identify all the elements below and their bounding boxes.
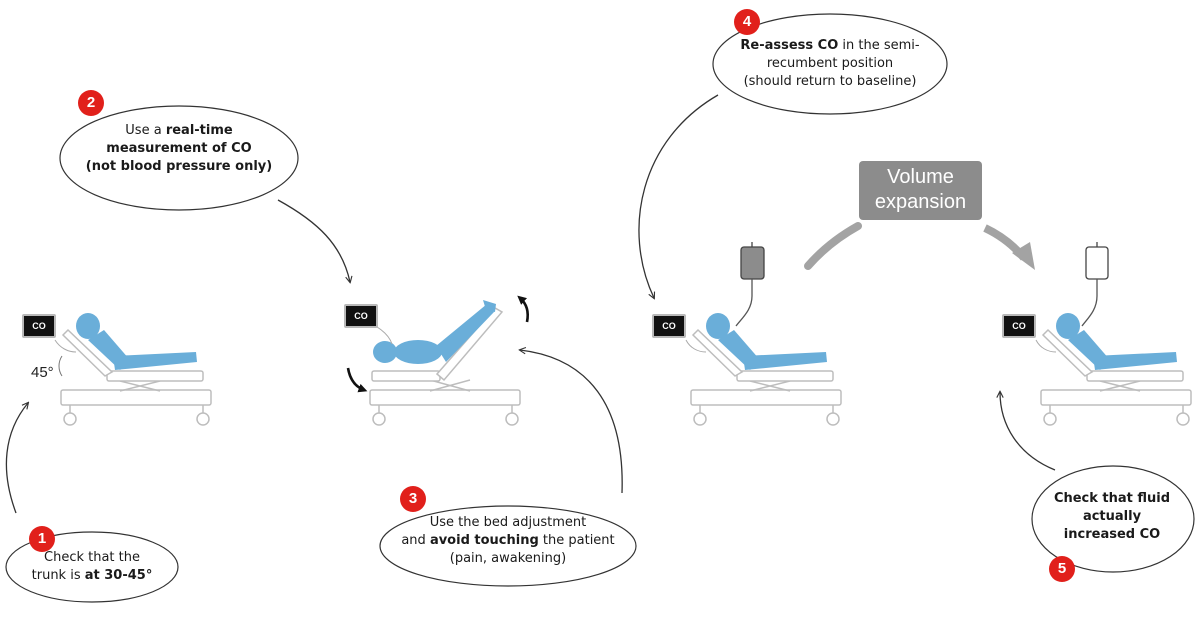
- step-3-text-run: and: [401, 533, 430, 548]
- step-2-text-run: real-time: [165, 123, 233, 138]
- step-3-line-1: Use the bed adjustment: [385, 514, 631, 532]
- step-3-text-run: avoid touching: [429, 533, 539, 548]
- step-1-badge: 1: [29, 526, 55, 552]
- co-monitor-4: CO: [1002, 314, 1036, 338]
- step-4-text-run: in the semi-: [838, 38, 920, 53]
- co-monitor-3: CO: [652, 314, 686, 338]
- volume-expansion-box: Volume expansion: [859, 161, 982, 220]
- step-2-text-run: measurement of CO: [106, 141, 252, 156]
- step-1-line-2: trunk is at 30-45°: [12, 567, 172, 585]
- step-1-text-run: trunk is: [31, 568, 85, 583]
- note-1-ellipse: [5, 531, 179, 603]
- bed-3-with-fluid: [685, 242, 842, 426]
- arrow-step1-to-bed1: [5, 403, 28, 514]
- bed-4-after-fluid: [1035, 242, 1192, 426]
- step-2-text-run: Use a: [125, 123, 166, 138]
- note-5-ellipse: [1031, 465, 1195, 573]
- note-4-ellipse: [712, 13, 948, 115]
- volume-arrow-in: [804, 222, 862, 270]
- step-4-badge: 4: [734, 9, 760, 35]
- step-1-note: Check that the trunk is at 30-45°: [12, 549, 172, 585]
- step-5-badge: 5: [1049, 556, 1075, 582]
- volume-label-line-1: Volume: [887, 166, 954, 188]
- note-2-ellipse: [59, 105, 299, 211]
- arrow-step4-to-bed3: [638, 94, 719, 298]
- step-4-text-run: Re-assess CO: [740, 38, 839, 53]
- step-5-line-3: increased CO: [1034, 526, 1190, 544]
- step-1-text-run: Check that the: [44, 550, 140, 565]
- step-3-text-run: the patient: [538, 533, 615, 548]
- step-2-badge: 2: [78, 90, 104, 116]
- volume-arrow-out-head: [1012, 242, 1035, 270]
- co-monitor-2: CO: [344, 304, 378, 328]
- angle-label: 45°: [31, 364, 54, 381]
- note-3-ellipse: [379, 505, 637, 587]
- step-4-line-1: Re-assess CO in the semi-: [716, 37, 944, 55]
- step-5-line-1: Check that fluid: [1034, 490, 1190, 508]
- step-4-note: Re-assess CO in the semi-recumbent posit…: [716, 37, 944, 91]
- arrow-step5-to-bed4: [1000, 392, 1056, 471]
- step-2-line-1: Use a real-time: [72, 122, 286, 140]
- step-4-line-3: (should return to baseline): [716, 73, 944, 91]
- rotate-arrow-head-up: [517, 295, 530, 323]
- step-2-line-3: (not blood pressure only): [72, 158, 286, 176]
- step-1-line-1: Check that the: [12, 549, 172, 567]
- step-2-text-run: (not blood pressure only): [85, 159, 273, 174]
- step-5-text-run: Check that fluid: [1053, 491, 1171, 506]
- step-4-text-run: recumbent position: [766, 56, 894, 71]
- step-4-text-run: (should return to baseline): [743, 74, 917, 89]
- co-monitor-1: CO: [22, 314, 56, 338]
- step-5-text-run: increased CO: [1063, 527, 1161, 542]
- bed-1-semirecumbent: [54, 313, 212, 426]
- step-3-text-run: Use the bed adjustment: [429, 515, 587, 530]
- volume-label-line-2: expansion: [874, 191, 967, 213]
- step-4-line-2: recumbent position: [716, 55, 944, 73]
- arrow-step2-to-bed2: [277, 199, 350, 282]
- arrow-step3-to-bed2: [520, 350, 623, 494]
- step-3-text-run: (pain, awakening): [449, 551, 567, 566]
- step-2-line-2: measurement of CO: [72, 140, 286, 158]
- rotate-arrow-foot-down: [346, 367, 368, 393]
- step-5-line-2: actually: [1034, 508, 1190, 526]
- step-3-line-2: and avoid touching the patient: [385, 532, 631, 550]
- step-3-badge: 3: [400, 486, 426, 512]
- step-5-text-run: actually: [1082, 509, 1142, 524]
- step-5-note: Check that fluid actually increased CO: [1034, 490, 1190, 544]
- step-3-line-3: (pain, awakening): [385, 550, 631, 568]
- step-3-note: Use the bed adjustment and avoid touching…: [385, 514, 631, 568]
- bed-2-transition: [369, 300, 521, 426]
- step-1-text-run: at 30-45°: [84, 568, 153, 583]
